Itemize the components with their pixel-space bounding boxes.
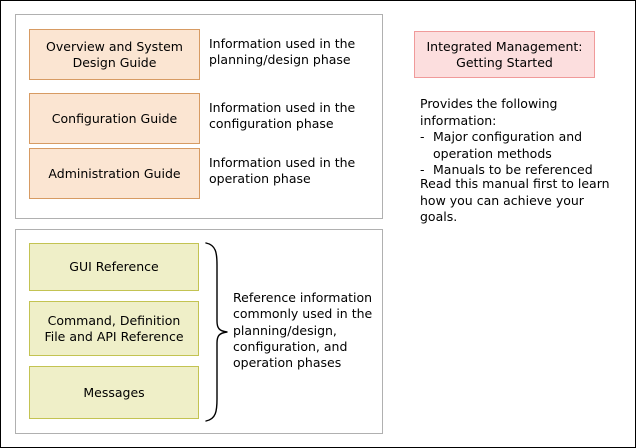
highlight-box-integrated-management-getting-started[interactable]: Integrated Management: Getting Started bbox=[414, 31, 595, 78]
highlight-bullet-text: Manuals to be referenced bbox=[433, 162, 593, 177]
reference-box-gui[interactable]: GUI Reference bbox=[29, 243, 199, 291]
guide-description-administration: Information used in the operation phase bbox=[209, 155, 356, 186]
guide-box-administration[interactable]: Administration Guide bbox=[29, 148, 200, 199]
reference-brace-caption: Reference information commonly used in t… bbox=[233, 290, 373, 370]
highlight-intro-text: Provides the following information: bbox=[420, 96, 558, 128]
reference-box-command-definition-file-and-api[interactable]: Command, Definition File and API Referen… bbox=[29, 301, 199, 356]
highlight-bullet-list: - Major configuration and operation meth… bbox=[420, 129, 616, 179]
reference-box-messages[interactable]: Messages bbox=[29, 366, 199, 419]
highlight-bullet-item: - Manuals to be referenced bbox=[420, 162, 616, 179]
guide-description-configuration: Information used in the configuration ph… bbox=[209, 100, 356, 131]
bullet-dash-icon: - bbox=[420, 162, 425, 177]
highlight-bullet-item: - Major configuration and operation meth… bbox=[420, 129, 616, 162]
guide-box-overview-and-system-design[interactable]: Overview and System Design Guide bbox=[29, 29, 200, 80]
highlight-closing-text: Read this manual first to learn how you … bbox=[420, 176, 610, 224]
guide-box-configuration[interactable]: Configuration Guide bbox=[29, 93, 200, 144]
highlight-provides-block: Provides the following information: - Ma… bbox=[420, 96, 616, 179]
highlight-bullet-text: Major configuration and operation method… bbox=[433, 129, 583, 161]
curly-brace-icon bbox=[204, 241, 230, 423]
guide-description-overview-and-system-design: Information used in the planning/design … bbox=[209, 36, 356, 67]
bullet-dash-icon: - bbox=[420, 129, 425, 144]
